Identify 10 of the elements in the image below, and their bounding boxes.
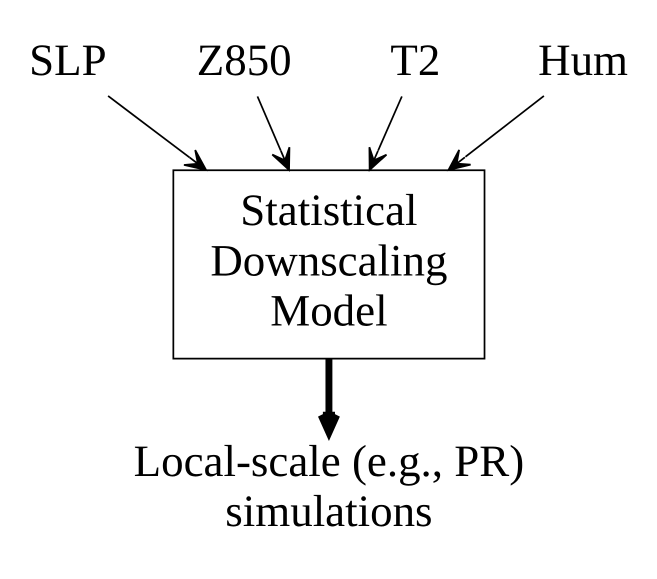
arrow [448, 95, 544, 171]
node-text: Local-scale (e.g., PR) simulations [134, 436, 524, 536]
node-text: Z850 [196, 34, 292, 85]
node-box: Statistical Downscaling Model [172, 169, 486, 360]
arrow [256, 96, 290, 171]
node-text: T2 [390, 34, 440, 85]
arrow [368, 96, 403, 171]
arrow [108, 95, 207, 171]
node-text: SLP [29, 34, 107, 85]
node-text: Hum [538, 34, 628, 85]
